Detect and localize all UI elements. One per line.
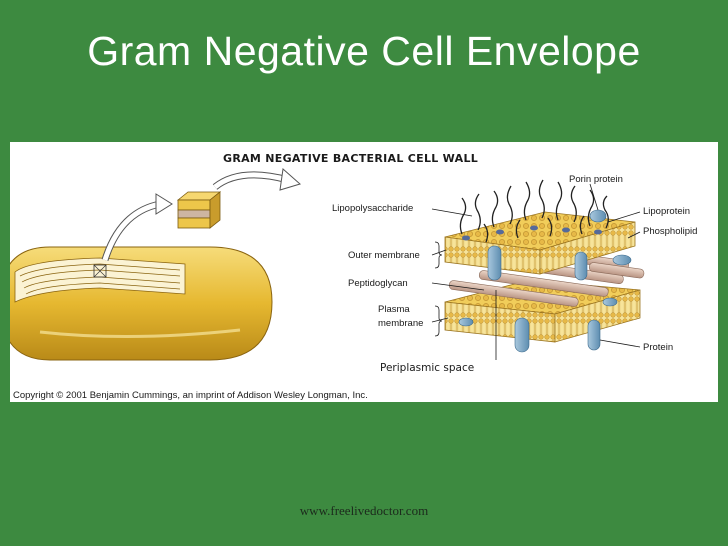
figure-panel: GRAM NEGATIVE BACTERIAL CELL WALL xyxy=(10,142,718,402)
leader-lines xyxy=(431,183,641,360)
zoom-arrow-icon xyxy=(101,193,173,262)
label-membrane: membrane xyxy=(378,318,423,329)
cell-wall-diagram: GRAM NEGATIVE BACTERIAL CELL WALL xyxy=(10,152,697,401)
layer-block-illustration xyxy=(176,191,222,229)
label-protein: Protein xyxy=(643,342,673,353)
label-phospholipid: Phospholipid xyxy=(643,226,697,237)
zoom-arrow-icon-2 xyxy=(212,168,302,191)
slide-title: Gram Negative Cell Envelope xyxy=(87,28,641,74)
figure-heading: GRAM NEGATIVE BACTERIAL CELL WALL xyxy=(223,152,478,165)
copyright-note: Copyright © 2001 Benjamin Cummings, an i… xyxy=(13,390,368,401)
label-lipoprotein: Lipoprotein xyxy=(643,206,690,217)
label-lipopolysaccharide: Lipopolysaccharide xyxy=(332,203,413,214)
label-peptidoglycan: Peptidoglycan xyxy=(348,278,408,289)
bacterium-illustration xyxy=(10,246,273,361)
label-porin-protein: Porin protein xyxy=(569,174,623,185)
lipopolysaccharide-chains xyxy=(459,179,609,243)
label-plasma: Plasma xyxy=(378,304,410,315)
footer-url: www.freelivedoctor.com xyxy=(299,503,429,518)
label-periplasmic-space: Periplasmic space xyxy=(380,362,474,374)
envelope-detail xyxy=(444,179,645,353)
label-outer-membrane: Outer membrane xyxy=(348,250,420,261)
sample-marker-icon xyxy=(93,264,107,278)
porin-protein-icon xyxy=(589,209,607,223)
